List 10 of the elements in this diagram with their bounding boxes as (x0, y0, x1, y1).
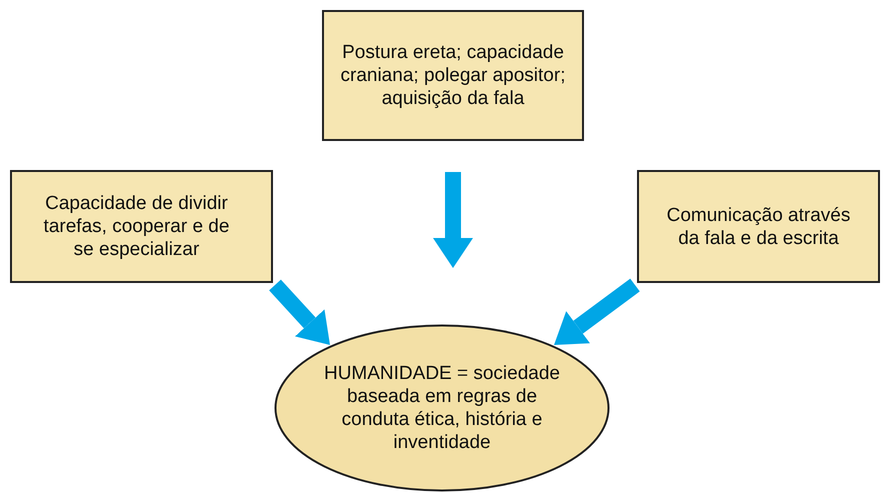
arrow (269, 280, 330, 345)
text-box (10, 170, 273, 283)
text-box (637, 170, 880, 283)
node-text: Comunicação através da fala e da escrita (666, 204, 852, 250)
node-text: HUMANIDADE = sociedade baseada em regras de conduta ética, história e inventidade (322, 362, 561, 454)
arrow (554, 278, 640, 345)
node-text: Postura ereta; capacidade craniana; polegar apositor; aquisição da fala (340, 41, 566, 110)
node-text: Capacidade de dividir tarefas, cooperar e de se especializar (42, 192, 230, 261)
arrow (433, 172, 473, 268)
text-box (322, 10, 584, 141)
